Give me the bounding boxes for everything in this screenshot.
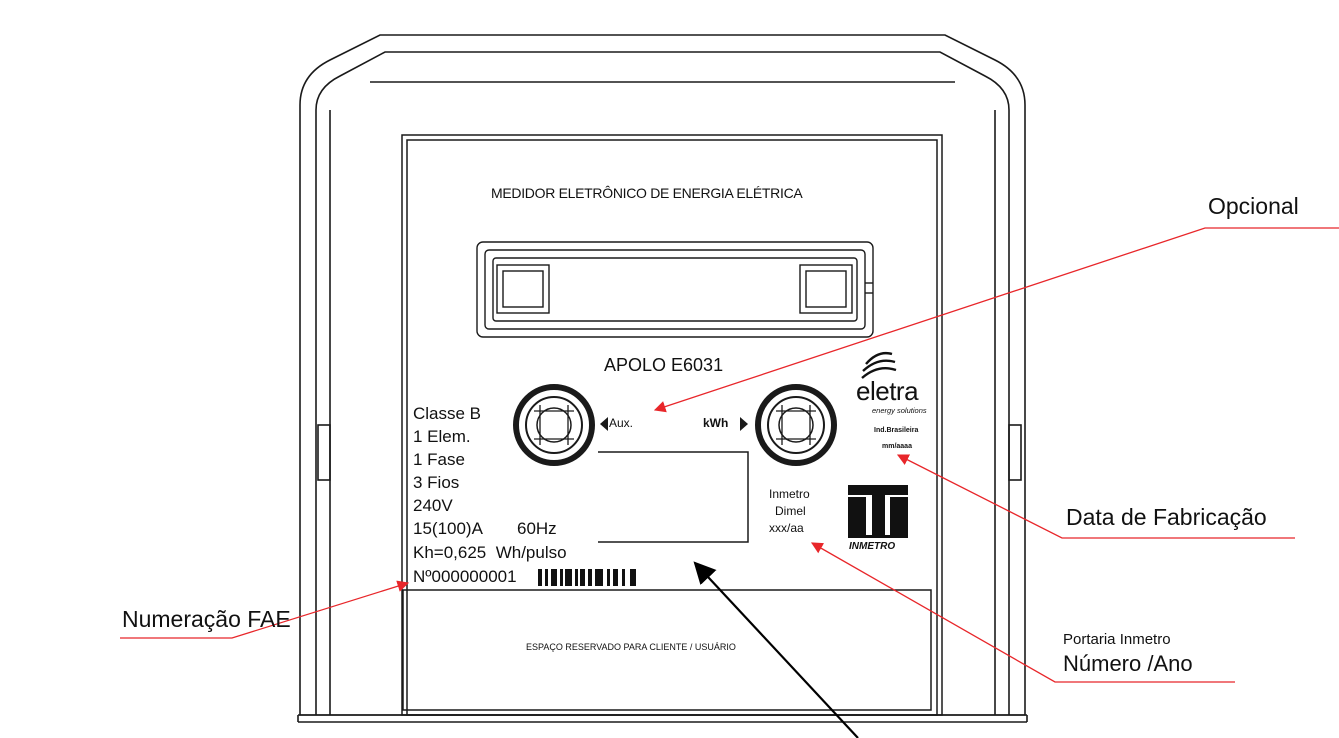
eletra-logo-icon xyxy=(861,351,897,379)
spec-line: Classe B xyxy=(413,404,482,423)
panel-title: MEDIDOR ELETRÔNICO DE ENERGIA ELÉTRICA xyxy=(491,185,803,201)
display-window xyxy=(476,241,874,338)
spec-kh: Kh=0,625 Wh/pulso xyxy=(413,543,567,562)
inmetro-line1: Inmetro xyxy=(769,487,810,501)
callout-data-fabricacao: Data de Fabricação xyxy=(1066,504,1267,530)
brand-name: eletra xyxy=(856,376,919,406)
label-panel xyxy=(401,134,943,716)
callout-portaria-bottom: Número /Ano xyxy=(1063,651,1193,676)
aux-pointer-icon xyxy=(600,417,608,431)
callout-opcional: Opcional xyxy=(1208,193,1299,219)
serial-number: Nº000000001 xyxy=(413,567,517,586)
brand-origin: Ind.Brasileira xyxy=(874,427,919,434)
inmetro-logo-icon xyxy=(848,485,908,538)
reserved-space-text: ESPAÇO RESERVADO PARA CLIENTE / USUÁRIO xyxy=(526,642,736,652)
kwh-led xyxy=(755,384,837,466)
spec-current: 15(100)A xyxy=(413,519,483,538)
inmetro-logo-text: INMETRO xyxy=(849,541,896,552)
spec-line: 3 Fios xyxy=(413,473,460,492)
inmetro-line3: xxx/aa xyxy=(769,521,804,535)
callout-portaria-top: Portaria Inmetro xyxy=(1063,631,1171,648)
inmetro-line2: Dimel xyxy=(775,504,806,518)
spec-frequency: 60Hz xyxy=(517,519,557,538)
label-box xyxy=(598,451,749,543)
label-box-arrow xyxy=(693,561,859,738)
spec-line: 1 Elem. xyxy=(413,427,471,446)
barcode-icon xyxy=(538,569,636,586)
spec-line: 1 Fase xyxy=(413,450,465,469)
brand-date-format: mm/aaaa xyxy=(882,443,912,450)
aux-label: Aux. xyxy=(609,416,634,430)
kwh-label: kWh xyxy=(703,416,729,430)
kwh-pointer-icon xyxy=(740,417,748,431)
aux-led xyxy=(513,384,595,466)
model-name: APOLO E6031 xyxy=(604,355,724,375)
spec-line: 240V xyxy=(413,496,453,515)
callout-leaders xyxy=(120,227,1339,683)
callout-numeracao-fae: Numeração FAE xyxy=(122,606,291,632)
brand-tagline: energy solutions xyxy=(872,406,927,415)
